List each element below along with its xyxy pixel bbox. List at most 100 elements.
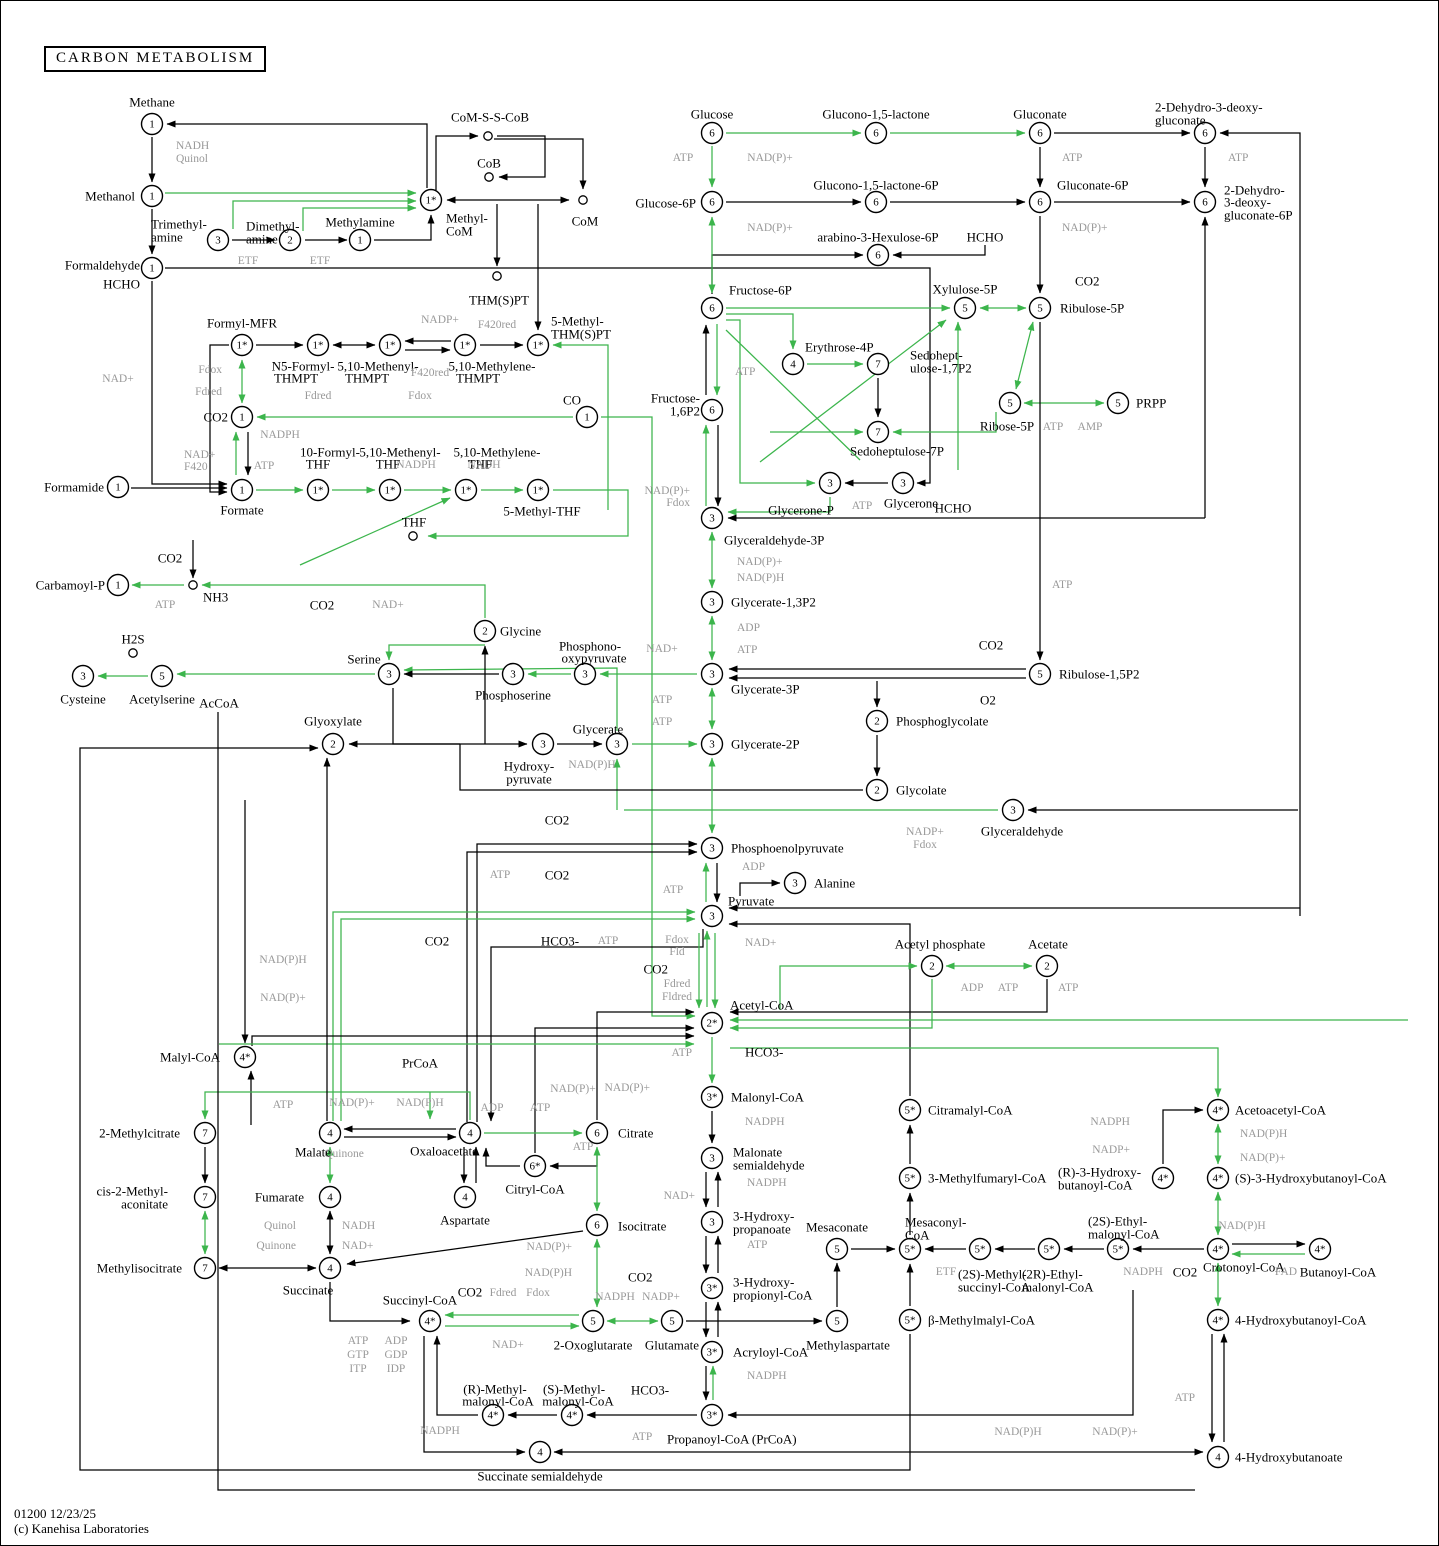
node-glycerone[interactable]: 3 (891, 471, 915, 495)
node-glyceraldehyde[interactable]: 3 (1001, 798, 1025, 822)
node-circle[interactable] (825, 1309, 849, 1333)
node-ribulose-5p[interactable]: 5 (1028, 296, 1052, 320)
node-circle[interactable] (700, 1085, 724, 1109)
node-circle[interactable] (1035, 954, 1059, 978)
node-circle[interactable] (318, 1121, 342, 1145)
node-circle[interactable] (458, 1121, 482, 1145)
node-cysteine[interactable]: 3 (71, 664, 95, 688)
node-phosphoserine[interactable]: 3 (501, 662, 525, 686)
node-circle[interactable] (1106, 391, 1130, 415)
node-r-methylmalonyl-coa[interactable]: 4* (481, 1403, 505, 1427)
node-circle[interactable] (318, 1256, 342, 1280)
node-methenyl-thf[interactable]: 1* (378, 478, 402, 502)
node-glycerone-p[interactable]: 3 (818, 471, 842, 495)
node-s-methylmalonyl-coa[interactable]: 4* (560, 1403, 584, 1427)
node-dimethylamine[interactable]: 2 (278, 228, 302, 252)
node-mesaconate[interactable]: 5 (825, 1237, 849, 1261)
node-circle[interactable] (968, 1237, 992, 1261)
node-ribose-5p[interactable]: 5 (998, 391, 1022, 415)
node-circle[interactable] (526, 478, 550, 502)
node-circle[interactable] (1206, 1098, 1230, 1122)
node-2-oxoglutarate[interactable]: 5 (581, 1309, 605, 1333)
node-arabino-3-hexulose-6p[interactable]: 6 (866, 243, 890, 267)
node-circle[interactable] (700, 1146, 724, 1170)
node-circle[interactable] (700, 836, 724, 860)
node-circle[interactable] (1206, 1308, 1230, 1332)
node-3-hydroxypropionyl-coa[interactable]: 3* (700, 1276, 724, 1300)
node-mesaconyl-coa[interactable]: 5* (898, 1237, 922, 1261)
node-acetate[interactable]: 2 (1035, 954, 1059, 978)
node-circle[interactable] (1028, 296, 1052, 320)
node-circle[interactable] (230, 478, 254, 502)
node-circle[interactable] (1206, 1237, 1230, 1261)
node-circle[interactable] (306, 333, 330, 357)
node-circle[interactable] (1206, 1445, 1230, 1469)
node-circle[interactable] (898, 1098, 922, 1122)
node-gluconate[interactable]: 6 (1028, 121, 1052, 145)
node-crotonoyl-coa[interactable]: 4* (1206, 1237, 1230, 1261)
node-methyl-com[interactable]: 1* (419, 188, 443, 212)
node-circle[interactable] (781, 352, 805, 376)
node-fructose-16p2[interactable]: 6 (700, 398, 724, 422)
node-circle[interactable] (233, 1045, 257, 1069)
node-methylisocitrate[interactable]: 7 (193, 1256, 217, 1280)
node-circle[interactable] (318, 1185, 342, 1209)
node-circle[interactable] (193, 1256, 217, 1280)
node-succinyl-coa[interactable]: 4* (418, 1309, 442, 1333)
node-methylamine[interactable]: 1 (348, 228, 372, 252)
node-gluconate-6p[interactable]: 6 (1028, 190, 1052, 214)
node-circle[interactable] (953, 296, 977, 320)
node-propanoyl-coa[interactable]: 3* (700, 1403, 724, 1427)
node-circle[interactable] (378, 478, 402, 502)
node-circle[interactable] (585, 1213, 609, 1237)
node-circle[interactable] (1308, 1237, 1332, 1261)
node-circle[interactable] (1001, 798, 1025, 822)
node-2-dehydro-3-deoxy-gluconate-6p[interactable]: 6 (1193, 190, 1217, 214)
node-ribulose-15p2[interactable]: 5 (1028, 662, 1052, 686)
node-circle[interactable] (660, 1309, 684, 1333)
node-formate[interactable]: 1 (230, 478, 254, 502)
node-2-methylcitrate[interactable]: 7 (193, 1121, 217, 1145)
compound-dot-thmspt[interactable] (492, 271, 502, 281)
node-methylene-thf[interactable]: 1* (454, 478, 478, 502)
node-sedoheptulose-7p[interactable]: 7 (866, 420, 890, 444)
node-glycerate[interactable]: 3 (605, 732, 629, 756)
node-oxaloacetate[interactable]: 4 (458, 1121, 482, 1145)
node-circle[interactable] (150, 664, 174, 688)
node-glycolate[interactable]: 2 (865, 778, 889, 802)
node-circle[interactable] (501, 662, 525, 686)
node-glycerate-13p2[interactable]: 3 (700, 590, 724, 614)
node-glycerate-2p[interactable]: 3 (700, 732, 724, 756)
node-circle[interactable] (864, 121, 888, 145)
node-circle[interactable] (418, 1309, 442, 1333)
node-circle[interactable] (1151, 1166, 1175, 1190)
node-phosphonooxypyruvate[interactable]: 3 (573, 662, 597, 686)
node-circle[interactable] (106, 475, 130, 499)
node-formaldehyde[interactable]: 1 (140, 256, 164, 280)
node-circle[interactable] (140, 184, 164, 208)
node-circle[interactable] (783, 871, 807, 895)
node-circle[interactable] (560, 1403, 584, 1427)
node-circle[interactable] (1037, 1237, 1061, 1261)
node-glyceraldehyde-3p[interactable]: 3 (700, 506, 724, 530)
node-malonyl-coa[interactable]: 3* (700, 1085, 724, 1109)
node-circle[interactable] (306, 478, 330, 502)
node-co-node[interactable]: 1 (575, 405, 599, 429)
node-glutamate[interactable]: 5 (660, 1309, 684, 1333)
node-circle[interactable] (473, 619, 497, 643)
node-carbamoyl-p[interactable]: 1 (106, 573, 130, 597)
node-circle[interactable] (700, 190, 724, 214)
node-methenyl-thmpt[interactable]: 1* (378, 333, 402, 357)
node-methylene-thmpt[interactable]: 1* (453, 333, 477, 357)
node-fumarate[interactable]: 4 (318, 1185, 342, 1209)
node-acryloyl-coa[interactable]: 3* (700, 1340, 724, 1364)
node-methyl-thf[interactable]: 1* (526, 478, 550, 502)
node-circle[interactable] (898, 1237, 922, 1261)
compound-dot-com[interactable] (578, 195, 588, 205)
node-glycerate-3p[interactable]: 3 (700, 662, 724, 686)
compound-dot-cob[interactable] (484, 172, 494, 182)
node-circle[interactable] (481, 1403, 505, 1427)
node-circle[interactable] (700, 732, 724, 756)
node-circle[interactable] (528, 1440, 552, 1464)
node-2-dehydro-3-deoxy-gluconate[interactable]: 6 (1193, 121, 1217, 145)
